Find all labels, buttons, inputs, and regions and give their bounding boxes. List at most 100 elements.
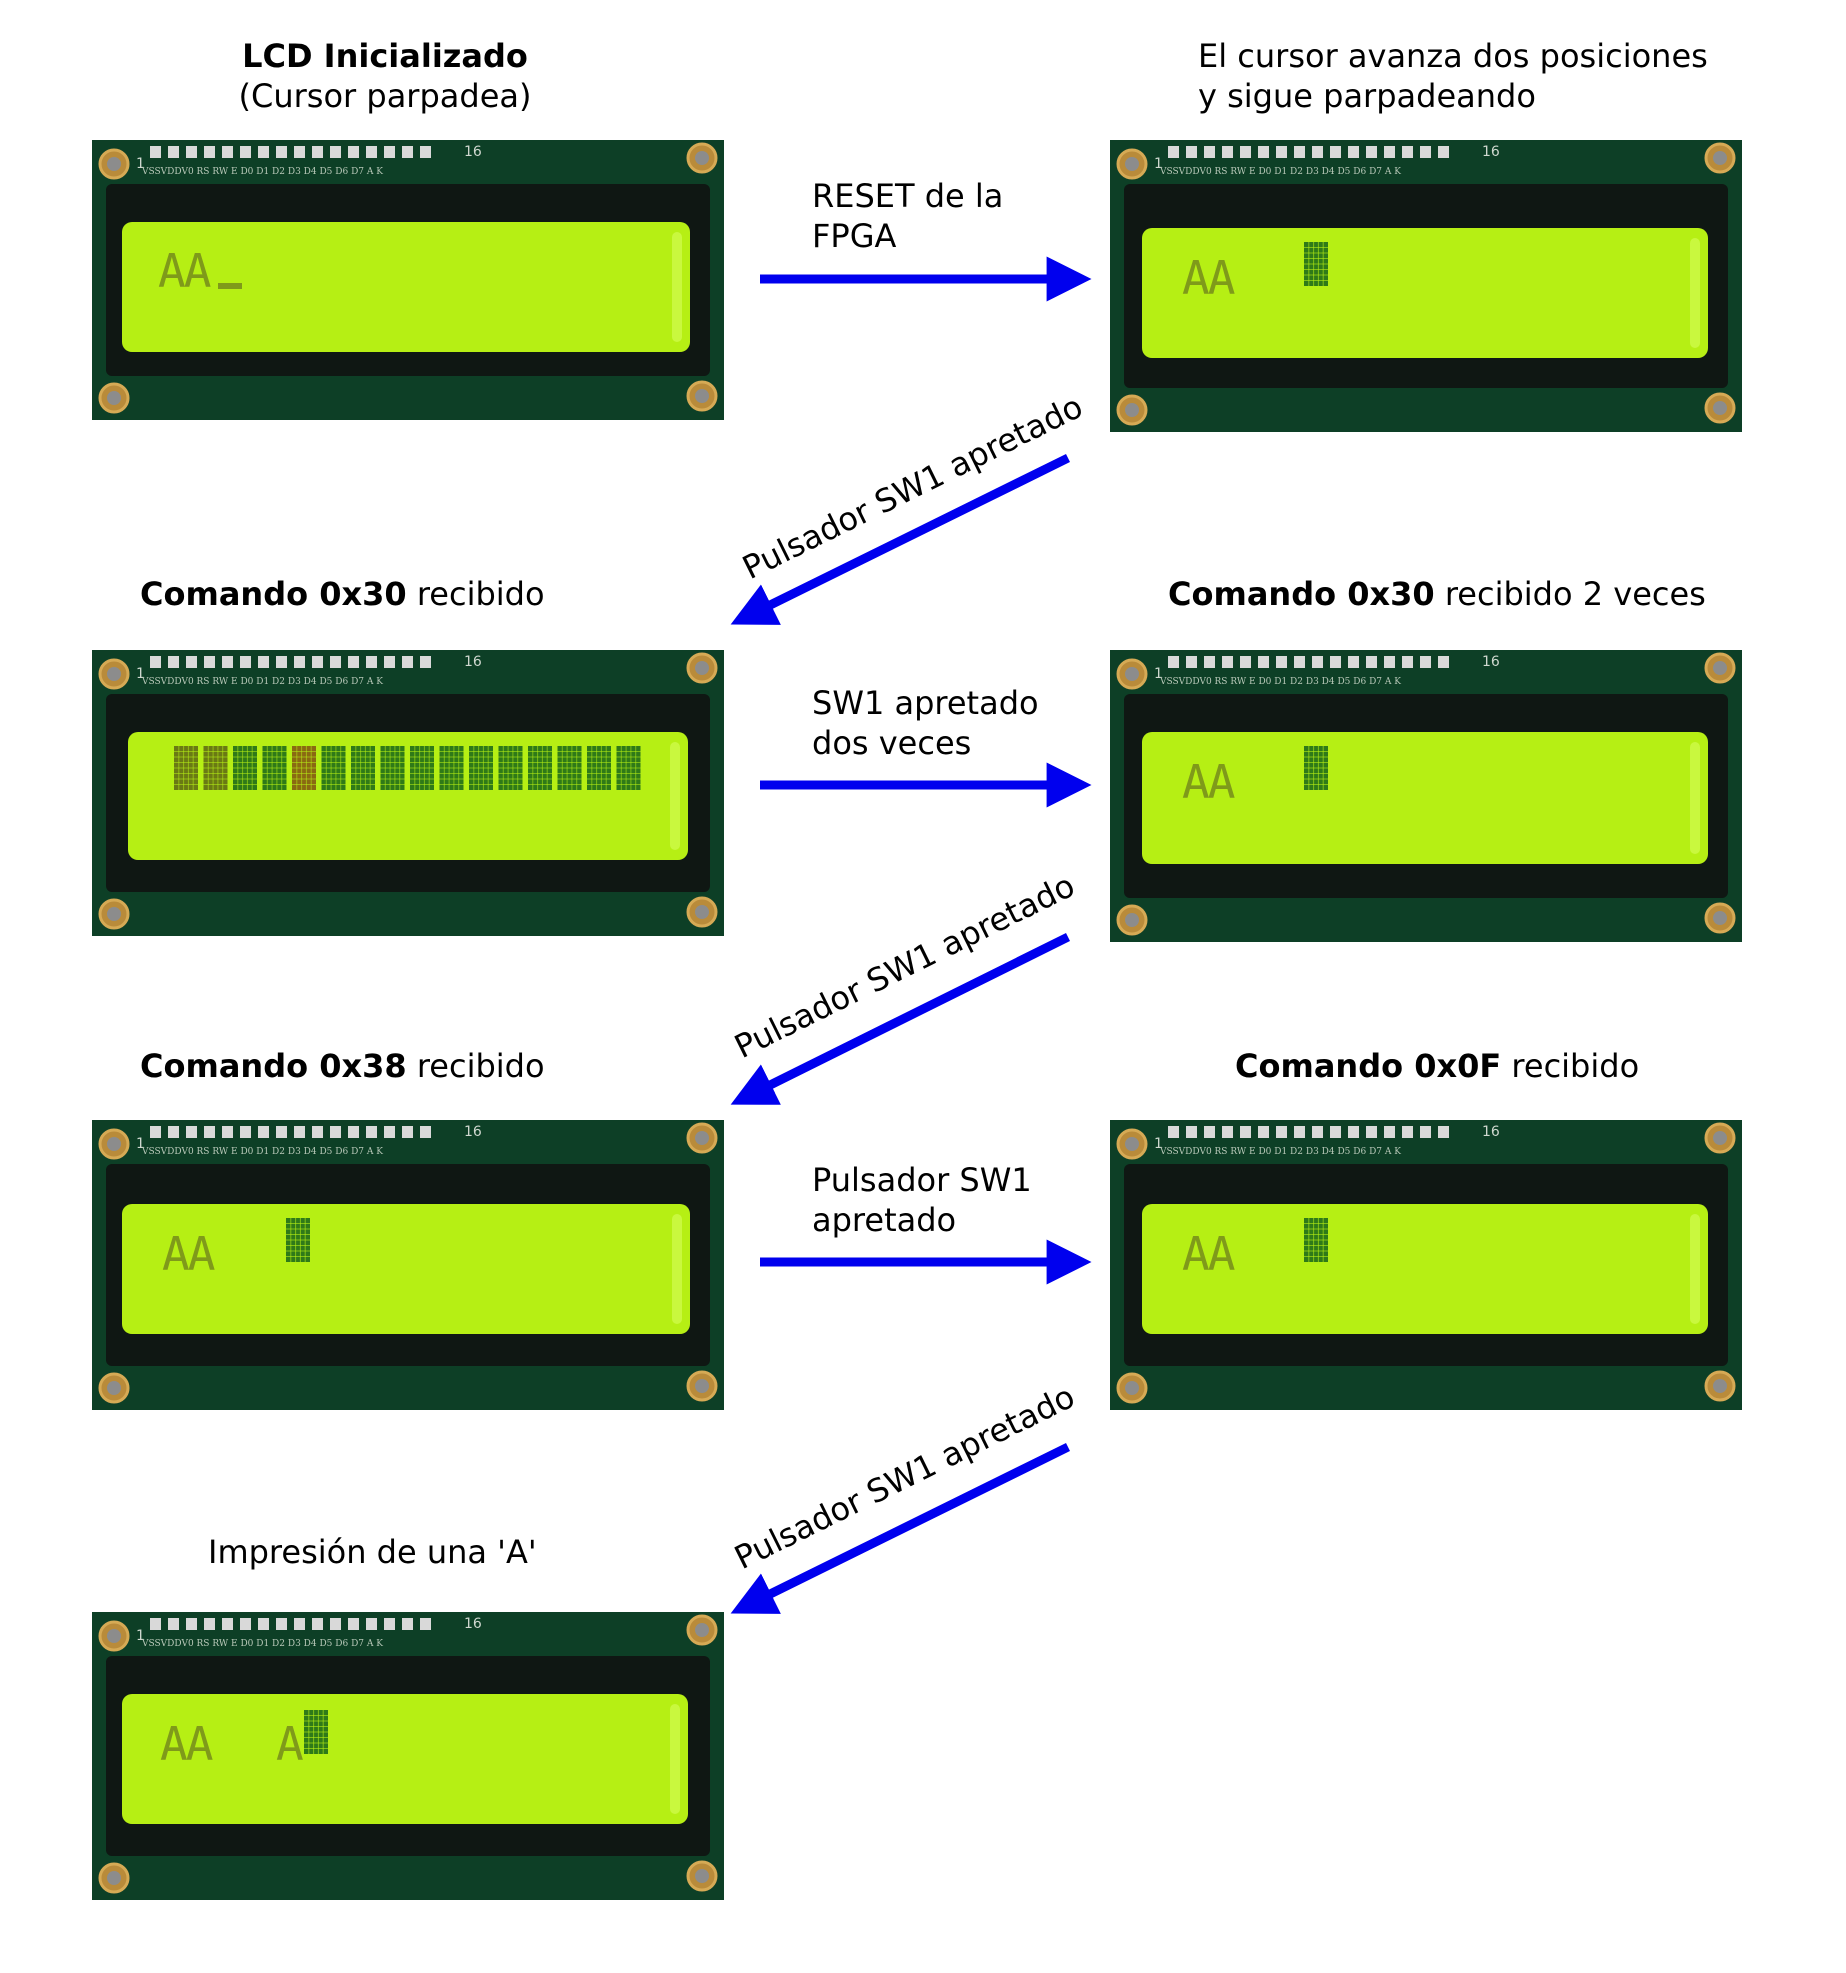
header-pin — [1258, 656, 1269, 668]
header-pin — [258, 1126, 269, 1138]
mounting-hole-center — [107, 667, 121, 681]
header-pin — [186, 1618, 197, 1630]
lcd-screen — [1142, 228, 1708, 358]
header-pin — [258, 146, 269, 158]
header-pin — [1402, 1126, 1413, 1138]
header-pin — [1258, 146, 1269, 158]
header-pin — [1168, 656, 1179, 668]
arrow-label-line2: FPGA — [812, 217, 897, 255]
pin-labels: VSSVDDV0 RS RW E D0 D1 D2 D3 D4 D5 D6 D7… — [141, 1147, 383, 1157]
mounting-hole-center — [107, 1137, 121, 1151]
pin-last-label: 16 — [464, 1616, 482, 1632]
header-pin — [1168, 1126, 1179, 1138]
header-pin — [1276, 656, 1287, 668]
lcd-cursor-block — [286, 1218, 310, 1262]
pin-first-label: 1 — [136, 1628, 145, 1644]
header-pin — [276, 1618, 287, 1630]
header-pin — [222, 656, 233, 668]
lcd-glow — [1690, 742, 1700, 854]
caption-subtitle: (Cursor parpadea) — [238, 77, 532, 115]
pin-labels: VSSVDDV0 RS RW E D0 D1 D2 D3 D4 D5 D6 D7… — [1159, 167, 1401, 177]
header-pin — [150, 146, 161, 158]
mounting-hole-center — [695, 1379, 709, 1393]
pin-labels: VSSVDDV0 RS RW E D0 D1 D2 D3 D4 D5 D6 D7… — [1159, 1147, 1401, 1157]
pin-last-label: 16 — [1482, 144, 1500, 160]
header-pin — [402, 656, 413, 668]
lcd-screen — [122, 1694, 688, 1824]
lcd-glow — [1690, 1214, 1700, 1324]
lcd-char-block — [410, 746, 434, 790]
arrow-label-sw1-once: Pulsador SW1 apretado — [812, 1160, 1032, 1240]
header-pin — [1240, 146, 1251, 158]
header-pin — [186, 656, 197, 668]
mounting-hole-center — [695, 1869, 709, 1883]
mounting-hole-center — [695, 1623, 709, 1637]
header-pin — [258, 656, 269, 668]
caption-normal: recibido — [1501, 1047, 1640, 1085]
lcd-text-aa: AA — [158, 244, 211, 298]
lcd-glow — [670, 1704, 680, 1814]
header-pin — [1294, 1126, 1305, 1138]
pin-first-label: 1 — [1154, 666, 1163, 682]
lcd-char-block — [469, 746, 493, 790]
lcd-glow — [672, 232, 682, 342]
header-pin — [1330, 146, 1341, 158]
mounting-hole-center — [695, 389, 709, 403]
lcd-char-block — [498, 746, 523, 790]
header-pin — [1348, 146, 1359, 158]
header-pin — [204, 146, 215, 158]
mounting-hole-center — [1125, 667, 1139, 681]
mounting-hole-center — [107, 1381, 121, 1395]
caption-bold: LCD Inicializado — [242, 37, 528, 75]
header-pin — [168, 146, 179, 158]
mounting-hole-center — [1713, 401, 1727, 415]
mounting-hole-center — [1125, 1137, 1139, 1151]
caption-cmd-0x30: Comando 0x30 recibido — [140, 574, 545, 614]
caption-line1: El cursor avanza dos posiciones — [1198, 37, 1708, 75]
header-pin — [312, 656, 323, 668]
pin-first-label: 1 — [136, 666, 145, 682]
header-pin — [366, 1618, 377, 1630]
header-pin — [420, 1618, 431, 1630]
header-pin — [1204, 1126, 1215, 1138]
header-pin — [258, 1618, 269, 1630]
lcd-screen — [1142, 1204, 1708, 1334]
header-pin — [276, 1126, 287, 1138]
lcd-screen — [122, 1204, 690, 1334]
caption-bold: Comando 0x30 — [1168, 575, 1435, 613]
caption-bold: Comando 0x38 — [140, 1047, 407, 1085]
lcd-screen — [1142, 732, 1708, 864]
header-pin — [1348, 656, 1359, 668]
header-pin — [168, 1126, 179, 1138]
caption-cmd-0x38: Comando 0x38 recibido — [140, 1046, 545, 1086]
arrow-label-line1: Pulsador SW1 — [812, 1161, 1032, 1199]
mounting-hole-center — [1713, 661, 1727, 675]
header-pin — [330, 146, 341, 158]
caption-normal: recibido 2 veces — [1434, 575, 1706, 613]
header-pin — [294, 1126, 305, 1138]
header-pin — [348, 656, 359, 668]
header-pin — [1384, 656, 1395, 668]
header-pin — [294, 1618, 305, 1630]
header-pin — [150, 1126, 161, 1138]
lcd-char-block — [528, 746, 552, 790]
lcd-cursor-block — [304, 1710, 328, 1754]
lcd-text-aa: AA — [162, 1227, 215, 1281]
lcd-glow — [672, 1214, 682, 1324]
header-pin — [1420, 146, 1431, 158]
mounting-hole-center — [107, 1871, 121, 1885]
pin-last-label: 16 — [464, 654, 482, 670]
mounting-hole-center — [107, 907, 121, 921]
header-pin — [204, 1126, 215, 1138]
header-pin — [312, 1126, 323, 1138]
header-pin — [1276, 146, 1287, 158]
arrow-label-line1: RESET de la — [812, 177, 1004, 215]
header-pin — [1276, 1126, 1287, 1138]
pin-labels: VSSVDDV0 RS RW E D0 D1 D2 D3 D4 D5 D6 D7… — [141, 677, 383, 687]
pin-last-label: 16 — [1482, 654, 1500, 670]
lcd-char-block — [439, 746, 464, 790]
